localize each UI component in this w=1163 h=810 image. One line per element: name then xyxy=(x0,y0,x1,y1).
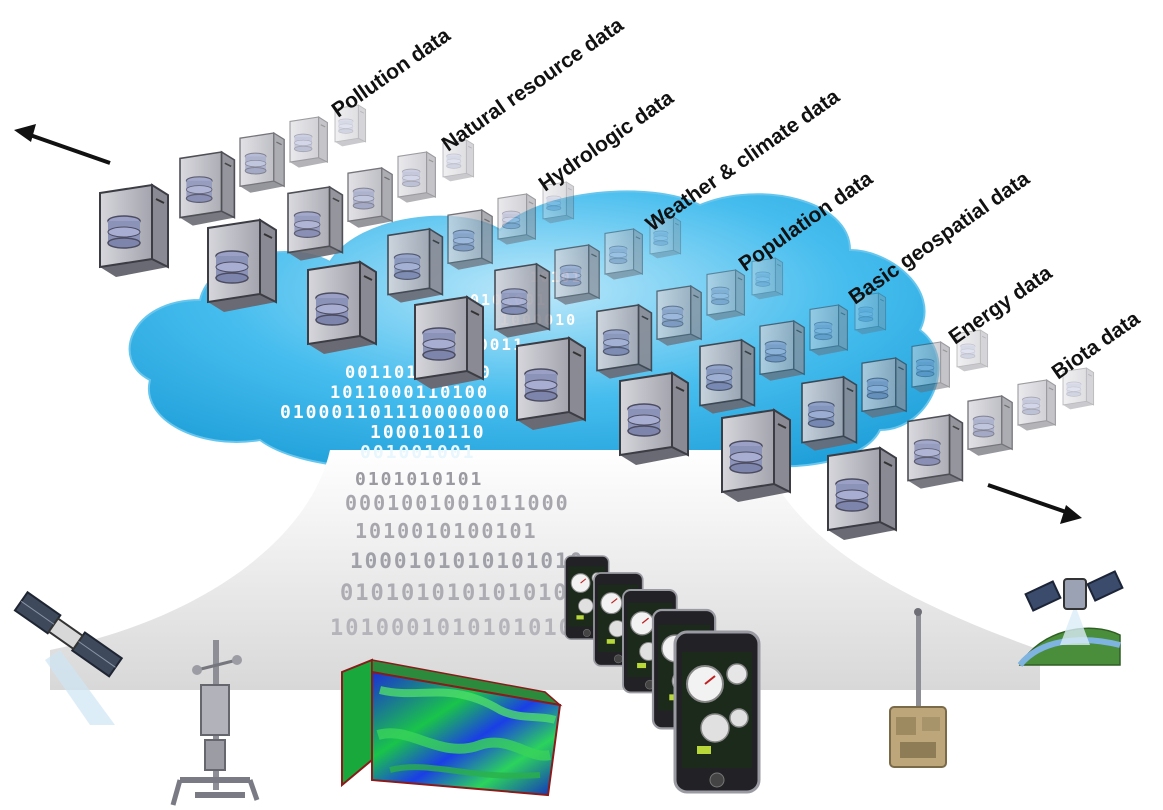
server-icon xyxy=(1062,367,1095,410)
data-cube-icon xyxy=(341,658,563,797)
server-icon xyxy=(699,338,756,414)
server-icon xyxy=(706,269,745,321)
satellite-icon xyxy=(13,590,124,725)
category-label: Hydrologic data xyxy=(535,86,678,196)
server-icon xyxy=(287,185,344,261)
server-icon xyxy=(854,292,887,335)
server-icon xyxy=(809,304,848,356)
binary-row: 1011000110100 xyxy=(330,383,489,403)
server-row xyxy=(414,216,682,389)
server-row xyxy=(516,257,784,430)
category-label: Pollution data xyxy=(328,23,455,122)
server-icon xyxy=(99,183,169,277)
server-icon xyxy=(542,181,575,224)
binary-row: 100010110 xyxy=(370,422,486,443)
binary-row: 1000101010101010 xyxy=(350,549,584,573)
binary-row: 0001001001011000 xyxy=(345,491,570,515)
binary-row: 1010010100101 xyxy=(355,519,538,543)
server-icon xyxy=(387,227,444,303)
server-icon xyxy=(619,371,689,465)
sensor-probe-icon xyxy=(889,608,947,768)
server-icon xyxy=(656,284,702,346)
server-icon xyxy=(179,150,236,226)
server-icon xyxy=(751,257,784,300)
binary-stream: 1010101010011000010100110011001101010010… xyxy=(50,270,1040,690)
server-row xyxy=(207,139,475,312)
server-rows xyxy=(99,104,1095,540)
server-icon xyxy=(307,260,377,354)
server-icon xyxy=(516,336,586,430)
server-icon xyxy=(956,329,989,372)
category-label: Biota data xyxy=(1048,307,1145,384)
binary-row: 0101010101 xyxy=(355,469,483,490)
category-label: Energy data xyxy=(945,261,1057,349)
binary-row: 010001101110000000 xyxy=(280,402,511,423)
server-icon xyxy=(494,262,551,338)
earth-satellite-icon xyxy=(1017,570,1124,667)
server-row xyxy=(619,292,887,465)
server-icon xyxy=(414,295,484,389)
arrow-lower-right xyxy=(987,483,1082,524)
server-icon xyxy=(397,151,436,203)
weather-station-icon xyxy=(170,640,260,806)
server-icon xyxy=(239,131,285,193)
server-row xyxy=(307,181,575,354)
binary-rows: 1010101010011000010100110011001101010010… xyxy=(280,270,584,641)
stream-ribbon xyxy=(50,450,1040,690)
server-icon xyxy=(604,228,643,280)
server-icon xyxy=(289,116,328,168)
server-icon xyxy=(334,104,367,147)
server-icon xyxy=(801,375,858,451)
server-icon xyxy=(911,341,950,393)
server-icon xyxy=(649,216,682,259)
smartphone-stack-icon xyxy=(564,555,761,794)
server-icon xyxy=(347,166,393,228)
server-row xyxy=(99,104,367,277)
server-icon xyxy=(497,193,536,245)
server-icon xyxy=(827,446,897,540)
binary-row: 0101010101010101 xyxy=(340,581,584,606)
server-icon xyxy=(1017,379,1056,431)
server-icon xyxy=(967,394,1013,456)
direction-arrows xyxy=(14,124,1082,524)
smartphone xyxy=(673,630,761,794)
binary-row: 001001001 xyxy=(360,442,476,463)
server-icon xyxy=(721,408,791,502)
data-sources xyxy=(13,555,1124,806)
binary-row: 1010001010101010 xyxy=(330,616,574,641)
server-icon xyxy=(907,413,964,489)
server-icon xyxy=(554,243,600,305)
server-icon xyxy=(442,139,475,182)
server-icon xyxy=(447,208,493,270)
server-row xyxy=(721,329,989,502)
server-icon xyxy=(207,218,277,312)
server-icon xyxy=(596,303,653,379)
server-icon xyxy=(759,319,805,381)
arrow-upper-left xyxy=(14,124,111,165)
server-row xyxy=(827,367,1095,540)
server-icon xyxy=(861,356,907,418)
